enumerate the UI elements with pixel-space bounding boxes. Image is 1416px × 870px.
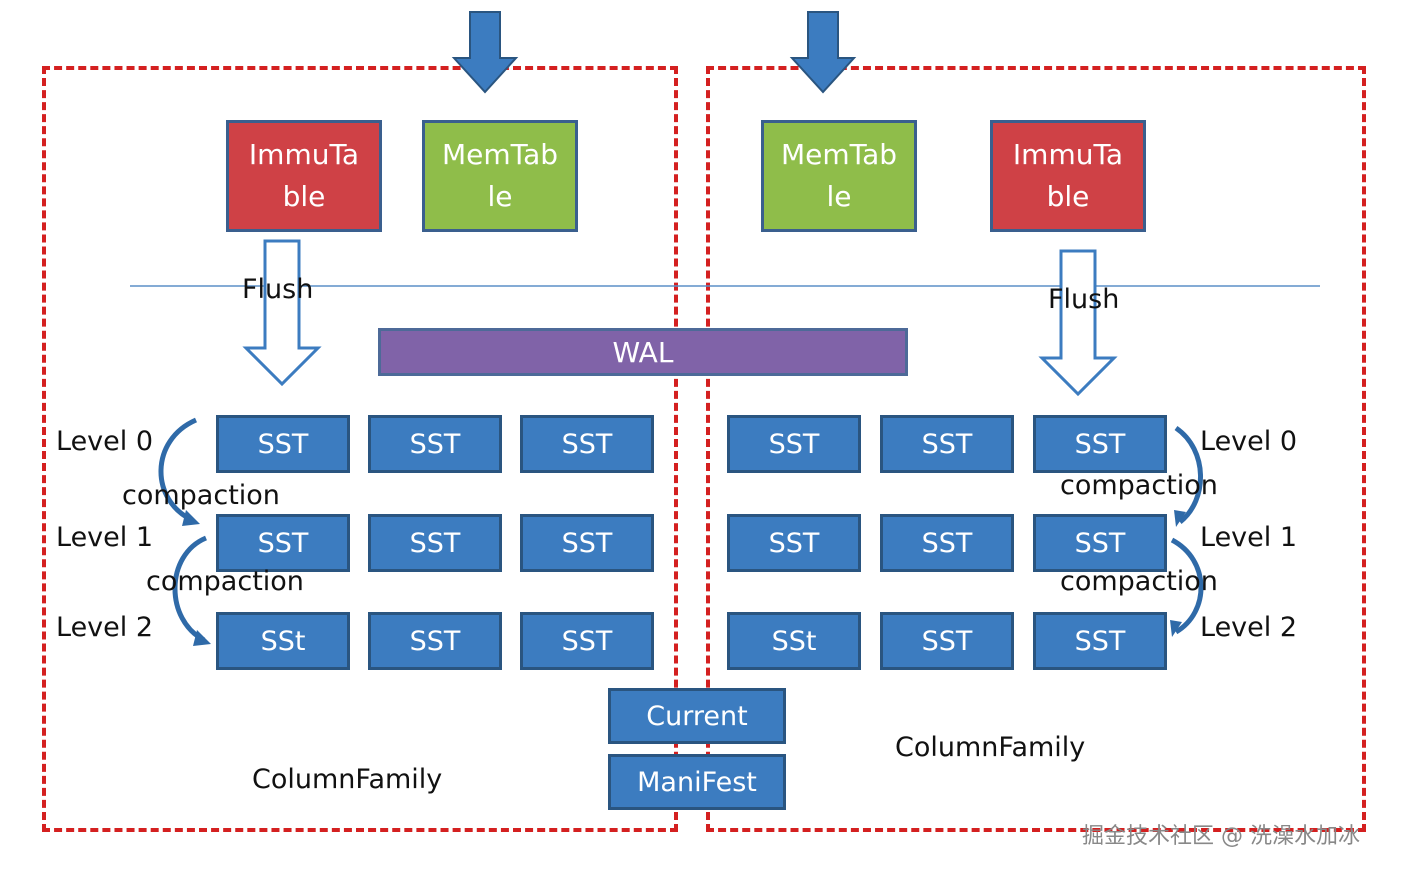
left-immutable-memtable: ImmuTa ble	[226, 120, 382, 232]
left-compaction-label-1: compaction	[146, 566, 304, 597]
left-flush-label: Flush	[242, 274, 314, 305]
left-sst-l2-1: SST	[368, 612, 502, 670]
right-sst-l0-1: SST	[880, 415, 1014, 473]
left-column-family-box	[42, 66, 678, 832]
left-sst-l1-1: SST	[368, 514, 502, 572]
left-memtable: MemTab le	[422, 120, 578, 232]
left-level-2-label: Level 2	[56, 612, 154, 643]
right-column-family-box	[706, 66, 1366, 832]
compaction-arc-left-1	[172, 535, 208, 643]
right-sst-l1-1: SST	[880, 514, 1014, 572]
right-level-1-label: Level 1	[1200, 522, 1298, 553]
right-sst-l2-1: SST	[880, 612, 1014, 670]
left-compaction-label-0: compaction	[122, 480, 280, 511]
right-sst-l1-0: SST	[727, 514, 861, 572]
right-sst-l2-0: SSt	[727, 612, 861, 670]
watermark: 掘金技术社区 @ 洗澡水加冰	[1082, 824, 1360, 849]
compaction-arc-right-0	[1174, 425, 1203, 524]
left-sst-l2-2: SST	[520, 612, 654, 670]
left-column-family-label: ColumnFamily	[252, 764, 443, 795]
left-level-1-label: Level 1	[56, 522, 154, 553]
left-sst-l0-0: SST	[216, 415, 350, 473]
left-sst-l1-0: SST	[216, 514, 350, 572]
write-arrow-right	[789, 11, 857, 94]
right-sst-l2-2: SST	[1033, 612, 1167, 670]
current-box: Current	[608, 688, 786, 744]
left-sst-l1-2: SST	[520, 514, 654, 572]
right-sst-l0-0: SST	[727, 415, 861, 473]
manifest-box: ManiFest	[608, 754, 786, 810]
right-memtable: MemTab le	[761, 120, 917, 232]
write-arrow-left	[451, 11, 519, 94]
right-flush-label: Flush	[1048, 284, 1120, 315]
right-immutable-memtable: ImmuTa ble	[990, 120, 1146, 232]
left-level-0-label: Level 0	[56, 426, 154, 457]
right-compaction-label-0: compaction	[1060, 470, 1218, 501]
flush-arrow-left	[242, 239, 322, 387]
right-level-0-label: Level 0	[1200, 426, 1298, 457]
left-sst-l0-2: SST	[520, 415, 654, 473]
right-column-family-label: ColumnFamily	[895, 732, 1086, 763]
left-sst-l2-0: SSt	[216, 612, 350, 670]
wal-bar: WAL	[378, 328, 908, 376]
right-sst-l0-2: SST	[1033, 415, 1167, 473]
flush-arrow-right	[1038, 249, 1118, 397]
right-compaction-label-1: compaction	[1060, 566, 1218, 597]
right-level-2-label: Level 2	[1200, 612, 1298, 643]
compaction-arc-right-1	[1170, 537, 1204, 635]
compaction-arc-left-0	[158, 417, 198, 523]
left-sst-l0-1: SST	[368, 415, 502, 473]
right-sst-l1-2: SST	[1033, 514, 1167, 572]
